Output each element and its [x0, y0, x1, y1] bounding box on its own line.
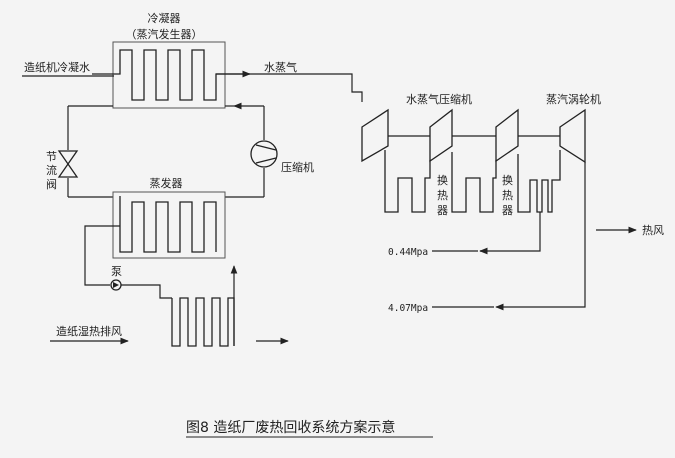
throttle-valve-bottom: [57, 162, 79, 178]
condenser-label: 冷凝器: [148, 11, 181, 25]
pump-loop-left: [84, 225, 120, 286]
pump-label: 泵: [111, 265, 122, 278]
compressor-blade-top: [255, 144, 277, 151]
throttle-valve-top: [57, 150, 79, 166]
hx2-label-2: 热: [502, 189, 513, 202]
condenser-box: [112, 41, 226, 109]
hx1-label-2: 热: [437, 189, 448, 202]
hx2-label-1: 换: [502, 173, 513, 187]
pump-loop-right: [121, 284, 172, 299]
compressor-stage-1: [361, 108, 389, 163]
exhaust-coil: [171, 297, 235, 347]
turbine-stage: [559, 108, 586, 164]
evaporator-box: [112, 191, 226, 259]
compressor-icon: [250, 140, 278, 168]
figure-caption: 图8 造纸厂废热回收系统方案示意: [186, 419, 395, 436]
exhaust-label: 造纸湿热排风: [56, 324, 122, 338]
heat-exchanger-3: [517, 150, 561, 213]
heat-exchanger-1: [384, 150, 431, 213]
paper-condensate-label: 造纸机冷凝水: [24, 60, 90, 74]
hx1-label-1: 换: [437, 173, 448, 187]
pressure-044-label: 0.44Mpa: [388, 247, 428, 258]
hx1-label-3: 器: [437, 204, 448, 217]
pump-arrow: [113, 282, 119, 288]
evaporator-coil: [119, 196, 217, 253]
line-044-return: [480, 212, 541, 252]
throttle-label-1: 节: [46, 150, 57, 163]
compressor-blade-bottom: [255, 157, 277, 164]
throttle-label-2: 流: [46, 163, 57, 177]
water-vapor-label: 水蒸气: [264, 60, 297, 74]
water-vapor-line: [250, 73, 363, 102]
line-407-return: [500, 162, 586, 308]
steam-generator-label: （蒸汽发生器）: [126, 27, 203, 41]
vapor-compressor-label: 水蒸气压缩机: [406, 92, 472, 106]
hx2-label-3: 器: [502, 204, 513, 217]
heat-exchanger-2: [451, 152, 497, 213]
evaporator-label: 蒸发器: [150, 176, 183, 190]
condenser-coil: [92, 49, 250, 101]
pressure-407-label: 4.07Mpa: [388, 303, 428, 314]
compressor-label: 压缩机: [281, 160, 314, 174]
compressor-stage-2: [429, 108, 453, 163]
steam-turbine-label: 蒸汽涡轮机: [546, 92, 601, 106]
hot-air-label: 热风: [642, 224, 664, 237]
compressor-stage-3: [495, 108, 519, 163]
throttle-label-3: 阀: [46, 177, 57, 191]
